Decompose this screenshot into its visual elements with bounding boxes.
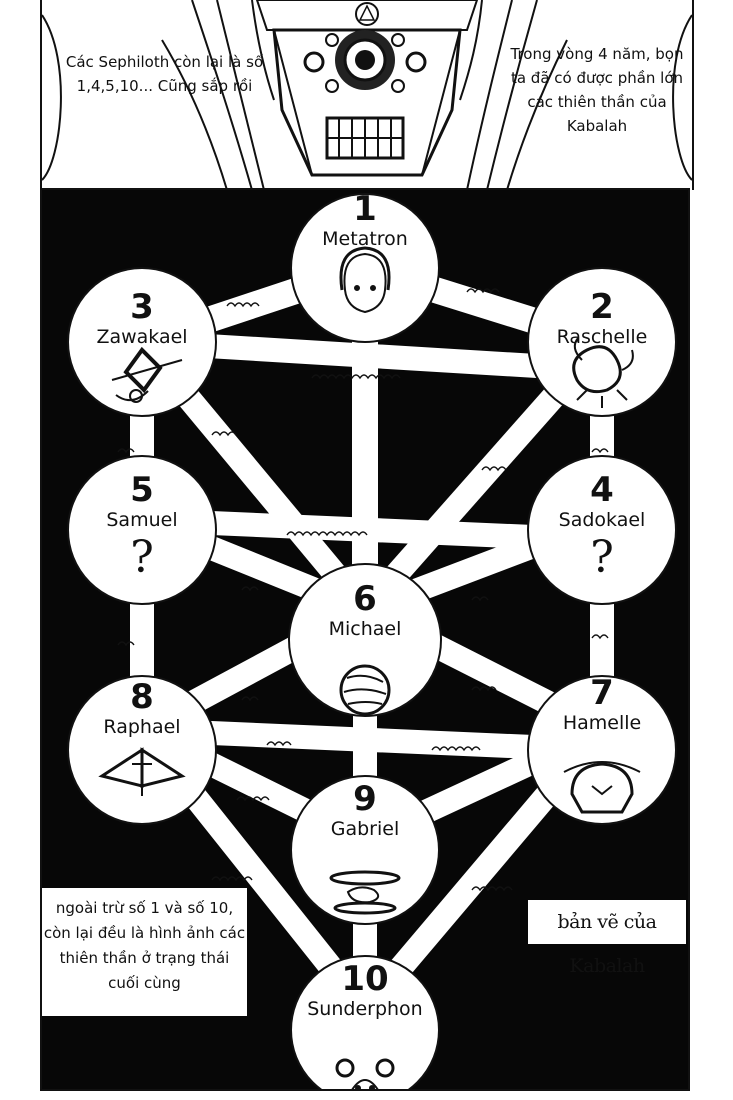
top-art-panel xyxy=(40,0,694,190)
node-name-10: Sunderphon xyxy=(307,998,423,1020)
node-8: 8 Raphael xyxy=(72,680,212,738)
question-mark-icon: ? xyxy=(130,532,154,583)
node-name-9: Gabriel xyxy=(330,818,400,840)
node-number-5: 5 xyxy=(130,470,154,510)
node-number-6: 6 xyxy=(353,579,377,619)
node-5: 5 Samuel ? xyxy=(72,473,212,581)
sphere-icon xyxy=(339,664,391,716)
node-3: 3 Zawakael xyxy=(72,290,212,348)
wings-icon xyxy=(98,747,186,796)
node-number-8: 8 xyxy=(130,677,154,717)
node-name-5: Samuel xyxy=(106,509,178,531)
node-2: 2 Raschelle xyxy=(532,290,672,348)
node-circle-10 xyxy=(290,955,440,1089)
rings-icon xyxy=(329,870,401,915)
node-name-8: Raphael xyxy=(103,716,181,738)
tree-nodes xyxy=(67,193,677,1089)
scorpion-icon xyxy=(572,337,634,408)
node-6: 6 Michael xyxy=(295,582,435,640)
node-number-2: 2 xyxy=(590,287,614,327)
caption-top-right: Trong vòng 4 năm, bọn ta đã có được phần… xyxy=(510,45,684,135)
caption-bottom-left: ngoài trừ số 1 và số 10, còn lại đều là … xyxy=(42,888,247,1016)
node-name-3: Zawakael xyxy=(96,326,188,348)
kabalah-tree-diagram xyxy=(67,193,677,1089)
node-circle-3 xyxy=(67,267,217,417)
node-number-7: 7 xyxy=(590,673,614,713)
node-name-4: Sadokael xyxy=(558,509,646,531)
rune-icon xyxy=(111,346,183,403)
mask-icon xyxy=(563,761,641,814)
diagram-title: bản vẽ của Kabalah xyxy=(528,900,686,977)
node-10: 10 Sunderphon xyxy=(285,962,445,1020)
robot-head-art xyxy=(42,0,692,190)
node-9: 9 Gabriel xyxy=(295,782,435,840)
node-name-2: Raschelle xyxy=(556,326,648,348)
path-3-2 xyxy=(141,330,603,382)
node-1: 1 Metatron xyxy=(295,192,435,250)
node-number-10: 10 xyxy=(341,959,389,999)
node-number-4: 4 xyxy=(590,470,614,510)
node-name-7: Hamelle xyxy=(562,712,642,734)
question-mark-icon: ? xyxy=(590,532,614,583)
node-number-1: 1 xyxy=(353,189,377,229)
node-circle-5 xyxy=(67,455,217,605)
node-name-1: Metatron xyxy=(322,228,408,250)
node-circle-4 xyxy=(527,455,677,605)
node-number-3: 3 xyxy=(130,287,154,327)
node-circle-6 xyxy=(288,563,442,717)
caption-top-left: Các Sephiloth còn lại là số 1,4,5,10... … xyxy=(65,53,264,95)
girl-face-icon xyxy=(335,1058,395,1089)
node-circle-7 xyxy=(527,675,677,825)
node-circle-9 xyxy=(290,775,440,925)
node-circle-2 xyxy=(527,267,677,417)
node-name-6: Michael xyxy=(328,618,402,640)
face-icon xyxy=(339,246,391,314)
path-scribbles xyxy=(117,288,609,892)
node-7: 7 Hamelle xyxy=(532,676,672,734)
node-number-9: 9 xyxy=(353,779,377,819)
node-4: 4 Sadokael ? xyxy=(532,473,672,581)
